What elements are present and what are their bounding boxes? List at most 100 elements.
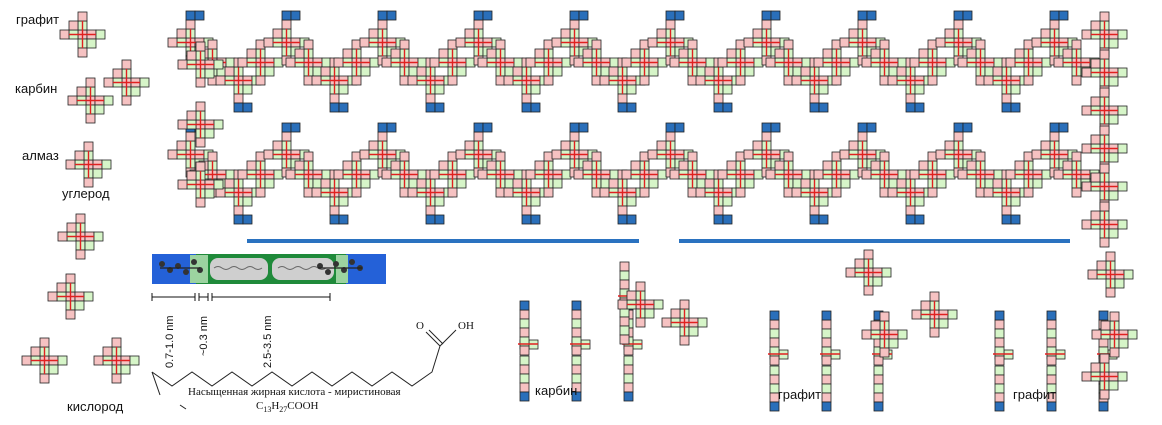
lattice-cell [552, 66, 563, 77]
lattice-cell [177, 119, 188, 130]
lattice-cell [495, 39, 506, 50]
lattice-cell [870, 320, 881, 331]
lattice-cell [647, 37, 658, 48]
lattice-cell [765, 169, 776, 180]
lattice-cell [881, 267, 892, 278]
lattice-cell [617, 102, 628, 113]
lattice-cell [857, 19, 868, 30]
lattice-cell [59, 29, 70, 40]
lattice-cell [237, 57, 248, 68]
lattice-cell [866, 10, 877, 21]
lattice-cell [623, 391, 634, 402]
lattice-cell [1090, 172, 1101, 183]
lattice-cell [1032, 178, 1043, 189]
lattice-cell [992, 66, 1003, 77]
lattice-cell [873, 365, 884, 376]
lattice-cell [1081, 67, 1092, 78]
lattice-cell [1091, 329, 1102, 340]
lattice-cell [994, 310, 1005, 321]
lattice-cell [1001, 102, 1012, 113]
lattice-cell [1046, 319, 1057, 330]
lattice-cell [821, 355, 832, 366]
lattice-cell [521, 102, 532, 113]
lattice-cell [294, 160, 305, 171]
lattice-cell [473, 131, 484, 142]
dim-label-3: 2.5-3.5 nm [262, 315, 274, 368]
lattice-cell [936, 178, 947, 189]
lattice-cell [477, 57, 488, 68]
lattice-cell [713, 205, 724, 216]
lattice-cell [464, 28, 475, 39]
lattice-cell [75, 249, 86, 260]
lattice-cell [861, 57, 872, 68]
lattice-cell [573, 57, 584, 68]
lattice-cell [914, 196, 925, 207]
lattice-cell [722, 196, 733, 207]
lattice-cell [623, 373, 634, 384]
lattice-cell [848, 140, 859, 151]
lattice-cell [416, 178, 427, 189]
lattice-cell [1046, 365, 1057, 376]
lattice-cell [177, 179, 188, 190]
lattice-cell [1117, 105, 1128, 116]
lattice-cell [648, 178, 659, 189]
lattice-cell [456, 66, 467, 77]
lattice-cell [735, 187, 746, 198]
lattice-cell [831, 75, 842, 86]
lattice-cell [687, 151, 698, 162]
lattice-cell [351, 75, 362, 86]
lattice-cell [599, 187, 610, 198]
lattice-cell [1010, 102, 1021, 113]
lattice-cell [687, 39, 698, 50]
lattice-cell [176, 140, 187, 151]
lattice-cell [873, 355, 884, 366]
lattice-cell [303, 151, 314, 162]
lattice-cell [1062, 48, 1073, 59]
lattice-cell [121, 95, 132, 106]
lattice-cell [1040, 140, 1051, 151]
lattice-cell [769, 355, 780, 366]
lattice-cell [887, 187, 898, 198]
lattice-cell [818, 84, 829, 95]
lattice-cell [224, 178, 235, 189]
lattice-cell [873, 392, 884, 403]
lattice-cell [761, 122, 772, 133]
lattice-cell [311, 187, 322, 198]
fatty-acid-chain [151, 329, 457, 410]
lattice-cell [1099, 389, 1110, 400]
lattice-cell [653, 299, 664, 310]
lattice-cell [285, 57, 296, 68]
lattice-cell [377, 19, 388, 30]
lattice-cell [994, 328, 1005, 339]
lattice-cell [665, 10, 676, 21]
lattice-cell [879, 39, 890, 50]
lattice-cell [840, 66, 851, 77]
lattice-cell [639, 75, 650, 86]
lattice-cell [648, 66, 659, 77]
lattice-cell [76, 86, 87, 97]
lattice-cell [821, 319, 832, 330]
lattice-cell [983, 75, 994, 86]
lattice-cell [911, 309, 922, 320]
lattice-cell [809, 205, 820, 216]
lattice-cell [320, 66, 331, 77]
lattice-cell [447, 75, 458, 86]
lattice-cell [957, 57, 968, 68]
lattice-cell [1099, 49, 1110, 60]
lattice-cell [975, 39, 986, 50]
lattice-cell [905, 205, 916, 216]
lattice-cell [519, 391, 530, 402]
lattice-cell [360, 178, 371, 189]
lattice-cell [626, 196, 637, 207]
lattice-cell [512, 178, 523, 189]
lattice-cell [255, 75, 266, 86]
lattice-cell [1099, 125, 1110, 136]
lattice-cell [93, 355, 104, 366]
lattice-cell [879, 347, 890, 358]
lattice-cell [1118, 338, 1129, 349]
lattice-cell [359, 37, 370, 48]
lattice-cell [953, 10, 964, 21]
lattice-cell [674, 122, 685, 133]
lattice-cell [1023, 75, 1034, 86]
lattice-cell [84, 240, 95, 251]
